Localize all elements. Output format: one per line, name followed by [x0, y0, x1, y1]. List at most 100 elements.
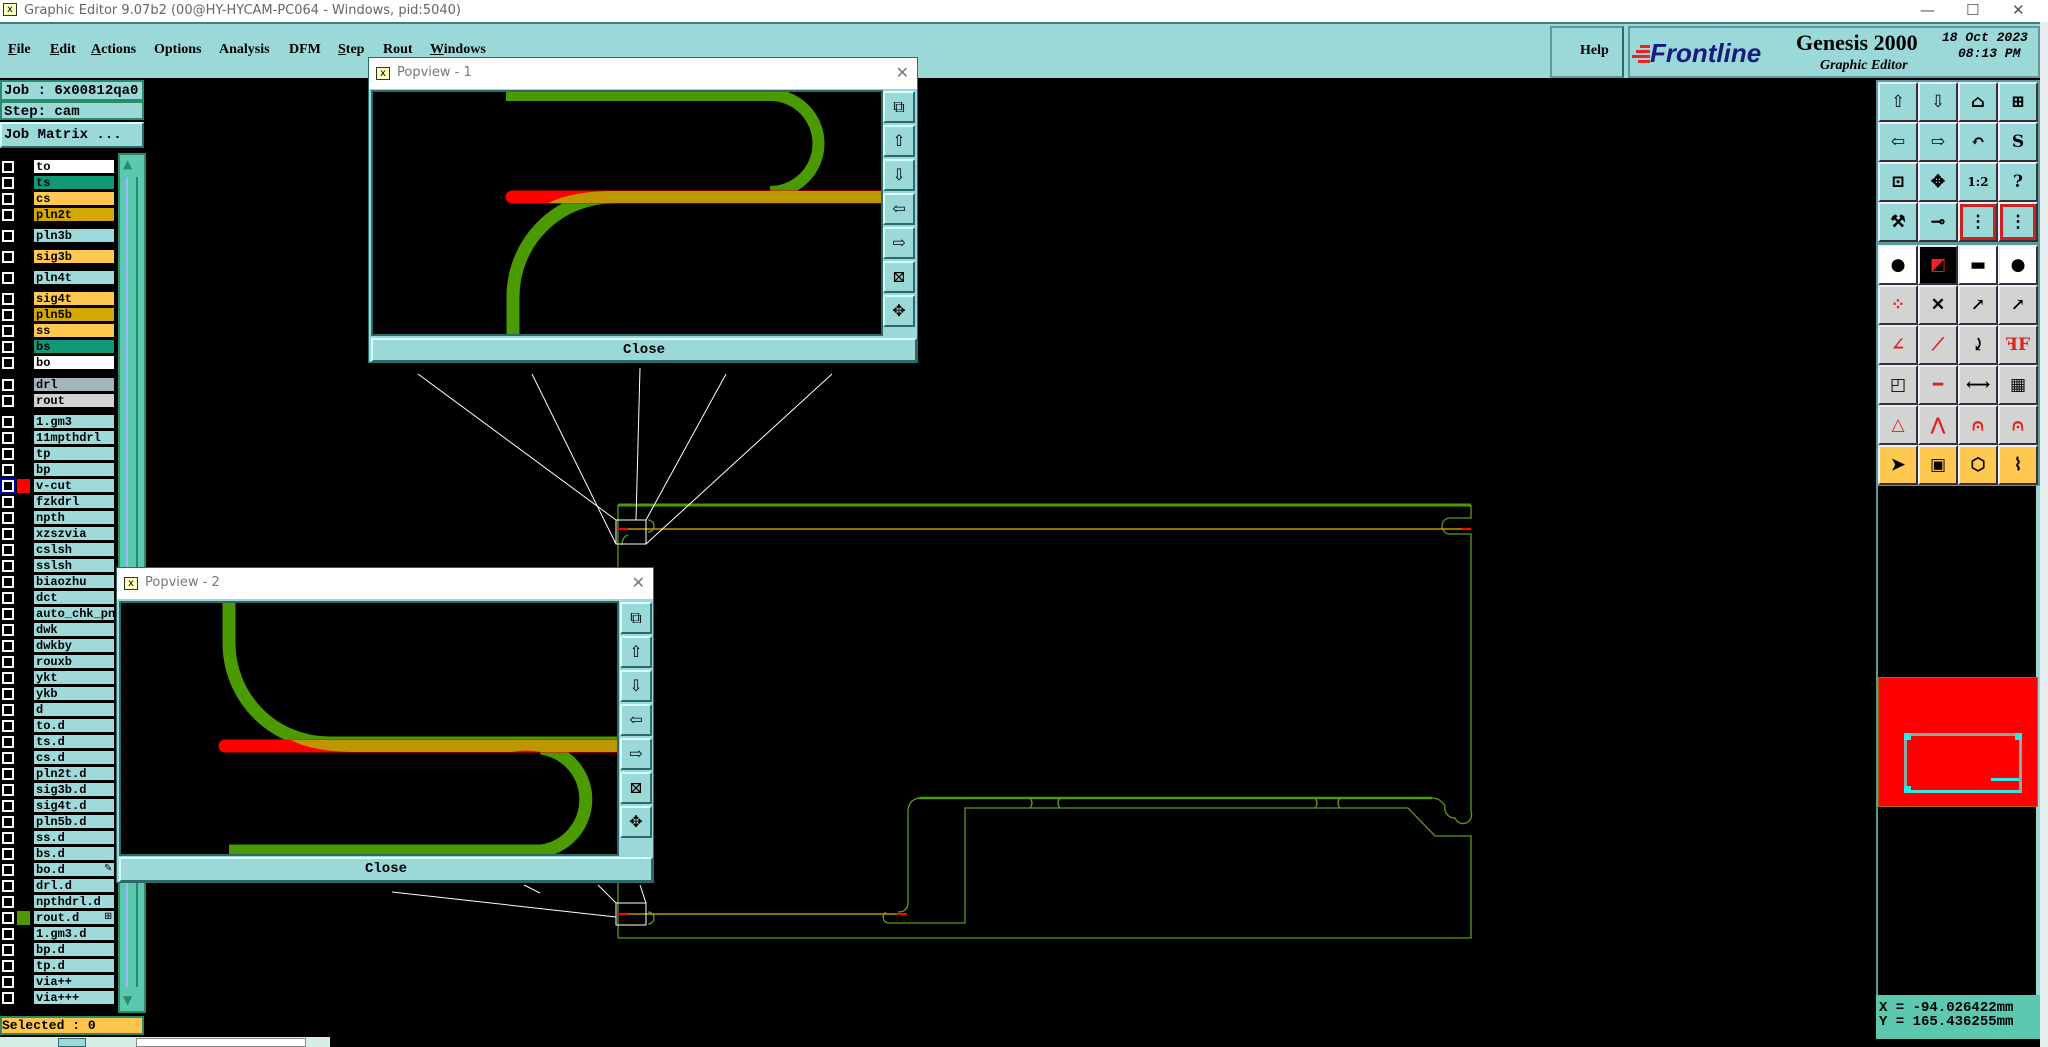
layer-checkbox[interactable] [2, 800, 14, 812]
layer-checkbox[interactable] [2, 395, 14, 407]
arc-tool-button[interactable]: ⤸ [1958, 325, 1998, 365]
pan-up-button[interactable]: ⇧ [883, 125, 915, 157]
layer-name[interactable]: pln3b [33, 228, 115, 243]
maximize-button[interactable]: ☐ [1966, 1, 1980, 19]
undo-view-tool-button[interactable]: ↶ [1958, 122, 1998, 162]
layer-checkbox[interactable] [2, 209, 14, 221]
layer-checkbox[interactable] [2, 640, 14, 652]
arch-tool-button[interactable]: ⩀ [1958, 405, 1998, 445]
layer-checkbox[interactable] [2, 576, 14, 588]
layer-name[interactable]: pln2t [33, 207, 115, 222]
redraw-tool-button[interactable]: S [1998, 122, 2038, 162]
pan-down-tool-button[interactable]: ⇩ [1918, 82, 1958, 122]
layer-name[interactable]: to.d [33, 718, 115, 733]
layer-row-pln4t[interactable]: pln4t [0, 270, 117, 286]
pan-right-tool-button[interactable]: ⇨ [1918, 122, 1958, 162]
minimize-button[interactable]: — [1920, 1, 1935, 19]
layer-row-fzkdrl[interactable]: fzkdrl [0, 494, 117, 510]
line-segment-tool-button[interactable]: ━ [1918, 365, 1958, 405]
layer-row-d[interactable]: d [0, 702, 117, 718]
layer-name[interactable]: auto_chk_pnl [33, 606, 115, 621]
layer-checkbox[interactable] [2, 832, 14, 844]
layer-checkbox[interactable] [2, 230, 14, 242]
chevron-tool-button[interactable]: ⋀ [1918, 405, 1958, 445]
layer-name[interactable]: npthdrl.d [33, 894, 115, 909]
layer-row-sig3b[interactable]: sig3b [0, 249, 117, 265]
layer-checkbox[interactable] [2, 272, 14, 284]
layer-row-biaozhu[interactable]: biaozhu [0, 574, 117, 590]
popview-2-canvas[interactable] [119, 601, 624, 858]
layer-checkbox[interactable] [2, 976, 14, 988]
layer-name[interactable]: rout [33, 393, 115, 408]
popview-2-close-button[interactable]: Close [119, 857, 653, 882]
zoom-window-button[interactable]: ⧉ [883, 91, 915, 123]
layer-row-bs[interactable]: bs [0, 339, 117, 355]
pan-up-button[interactable]: ⇧ [620, 636, 652, 668]
layer-row-bp.d[interactable]: bp.d [0, 942, 117, 958]
layer-checkbox[interactable] [2, 309, 14, 321]
layer-row-via+++[interactable]: via+++ [0, 990, 117, 1006]
layer-row-rout[interactable]: rout [0, 393, 117, 409]
layer-checkbox[interactable] [2, 448, 14, 460]
grid-xy-tool-button[interactable]: ⊞ [1998, 82, 2038, 122]
menu-dfm[interactable]: DFM [289, 42, 321, 57]
layer-name[interactable]: pln4t [33, 270, 115, 285]
layer-row-via++[interactable]: via++ [0, 974, 117, 990]
layer-row-ykt[interactable]: ykt [0, 670, 117, 686]
layer-name[interactable]: tp [33, 446, 115, 461]
layer-row-bs.d[interactable]: bs.d [0, 846, 117, 862]
layer-checkbox[interactable] [2, 544, 14, 556]
layer-checkbox[interactable] [2, 672, 14, 684]
layer-checkbox[interactable] [2, 912, 14, 924]
layer-row-sig4t[interactable]: sig4t [0, 291, 117, 307]
layer-name[interactable]: npth [33, 510, 115, 525]
layer-checkbox[interactable] [2, 357, 14, 369]
layer-row-rouxb[interactable]: rouxb [0, 654, 117, 670]
layer-name[interactable]: ts [33, 175, 115, 190]
layer-name[interactable]: v-cut [33, 478, 115, 493]
layer-row-tp[interactable]: tp [0, 446, 117, 462]
layer-checkbox[interactable] [2, 768, 14, 780]
layer-row-ts[interactable]: ts [0, 175, 117, 191]
menu-options[interactable]: Options [154, 42, 202, 57]
select-net-tool-button[interactable]: ⌇ [1998, 445, 2038, 485]
layer-name[interactable]: tp.d [33, 958, 115, 973]
netlist-compare-tool-button[interactable]: ⋮ [1998, 202, 2038, 242]
layer-name[interactable]: pln5b [33, 307, 115, 322]
menu-edit[interactable]: Edit [50, 42, 76, 57]
distance-tool-button[interactable]: ⟷ [1958, 365, 1998, 405]
pan-down-button[interactable]: ⇩ [620, 670, 652, 702]
layer-name[interactable]: 1.gm3 [33, 414, 115, 429]
layer-checkbox[interactable] [2, 880, 14, 892]
layer-checkbox[interactable] [2, 608, 14, 620]
layer-checkbox[interactable] [2, 944, 14, 956]
layer-checkbox[interactable] [2, 341, 14, 353]
pan-left-button[interactable]: ⇦ [883, 193, 915, 225]
layer-row-auto_chk_pnl[interactable]: auto_chk_pnl [0, 606, 117, 622]
zoom-window-button[interactable]: ⧉ [620, 602, 652, 634]
layer-checkbox[interactable] [2, 720, 14, 732]
layer-name[interactable]: bp [33, 462, 115, 477]
layer-name[interactable]: dwkby [33, 638, 115, 653]
layer-name[interactable]: sig3b.d [33, 782, 115, 797]
menu-file[interactable]: File [8, 42, 31, 57]
line-draw-tool-button[interactable]: ⟋ [1918, 325, 1958, 365]
layer-checkbox[interactable] [2, 496, 14, 508]
menu-rout[interactable]: Rout [383, 42, 413, 57]
layer-checkbox[interactable] [2, 379, 14, 391]
layer-name[interactable]: dct [33, 590, 115, 605]
layer-row-1.gm3.d[interactable]: 1.gm3.d [0, 926, 117, 942]
layer-checkbox[interactable] [2, 928, 14, 940]
layer-name[interactable]: cs [33, 191, 115, 206]
pan-right-button[interactable]: ⇨ [620, 738, 652, 770]
close-window-button[interactable]: ✕ [2012, 1, 2025, 19]
layer-checkbox[interactable] [2, 992, 14, 1004]
layer-name[interactable]: ts.d [33, 734, 115, 749]
popview-2-close-icon[interactable]: ✕ [631, 573, 645, 592]
move-point-filled-tool-button[interactable]: ↗ [1998, 285, 2038, 325]
layer-checkbox[interactable] [2, 960, 14, 972]
layer-name[interactable]: cs.d [33, 750, 115, 765]
layer-name[interactable]: bo.d [33, 862, 101, 877]
layer-name[interactable]: xzszvia [33, 526, 115, 541]
layer-row-to.d[interactable]: to.d [0, 718, 117, 734]
